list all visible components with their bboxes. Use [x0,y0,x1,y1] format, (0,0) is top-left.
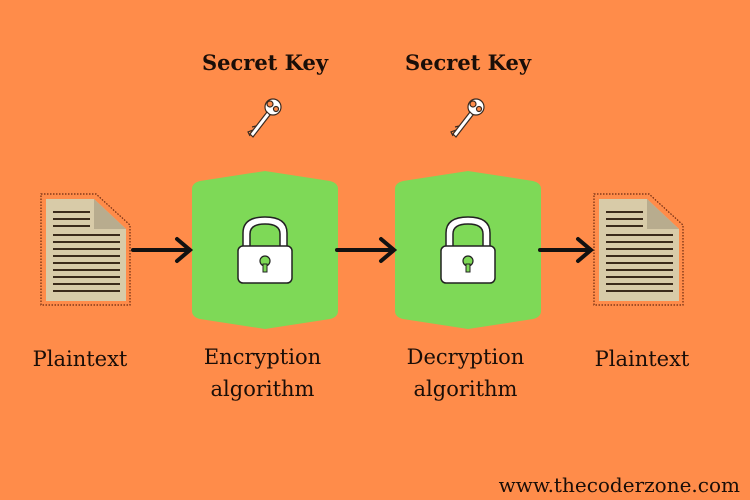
arrow-right-icon [131,236,195,264]
document-icon [593,193,684,306]
lock-icon [237,216,293,284]
key-icon [447,96,487,142]
plaintext-input-document [38,191,134,309]
decryption-label-line1: Decryption [406,345,525,369]
decryption-label-line2: algorithm [413,377,518,401]
plaintext-output-label: Plaintext [594,347,690,371]
encryption-algorithm-box [192,171,338,329]
key-icon [244,96,284,142]
secret-key-label-1: Secret Key [201,50,329,75]
arrow-right-icon [538,236,596,264]
plaintext-input-label: Plaintext [32,347,128,371]
plaintext-output-document [591,191,687,309]
watermark: www.thecoderzone.com [498,473,740,497]
document-icon [40,193,131,306]
encryption-label-line2: algorithm [210,377,315,401]
arrow-right-icon [335,236,399,264]
decryption-algorithm-box [395,171,541,329]
encryption-label-line1: Encryption [203,345,322,369]
secret-key-label-2: Secret Key [404,50,532,75]
lock-icon [440,216,496,284]
